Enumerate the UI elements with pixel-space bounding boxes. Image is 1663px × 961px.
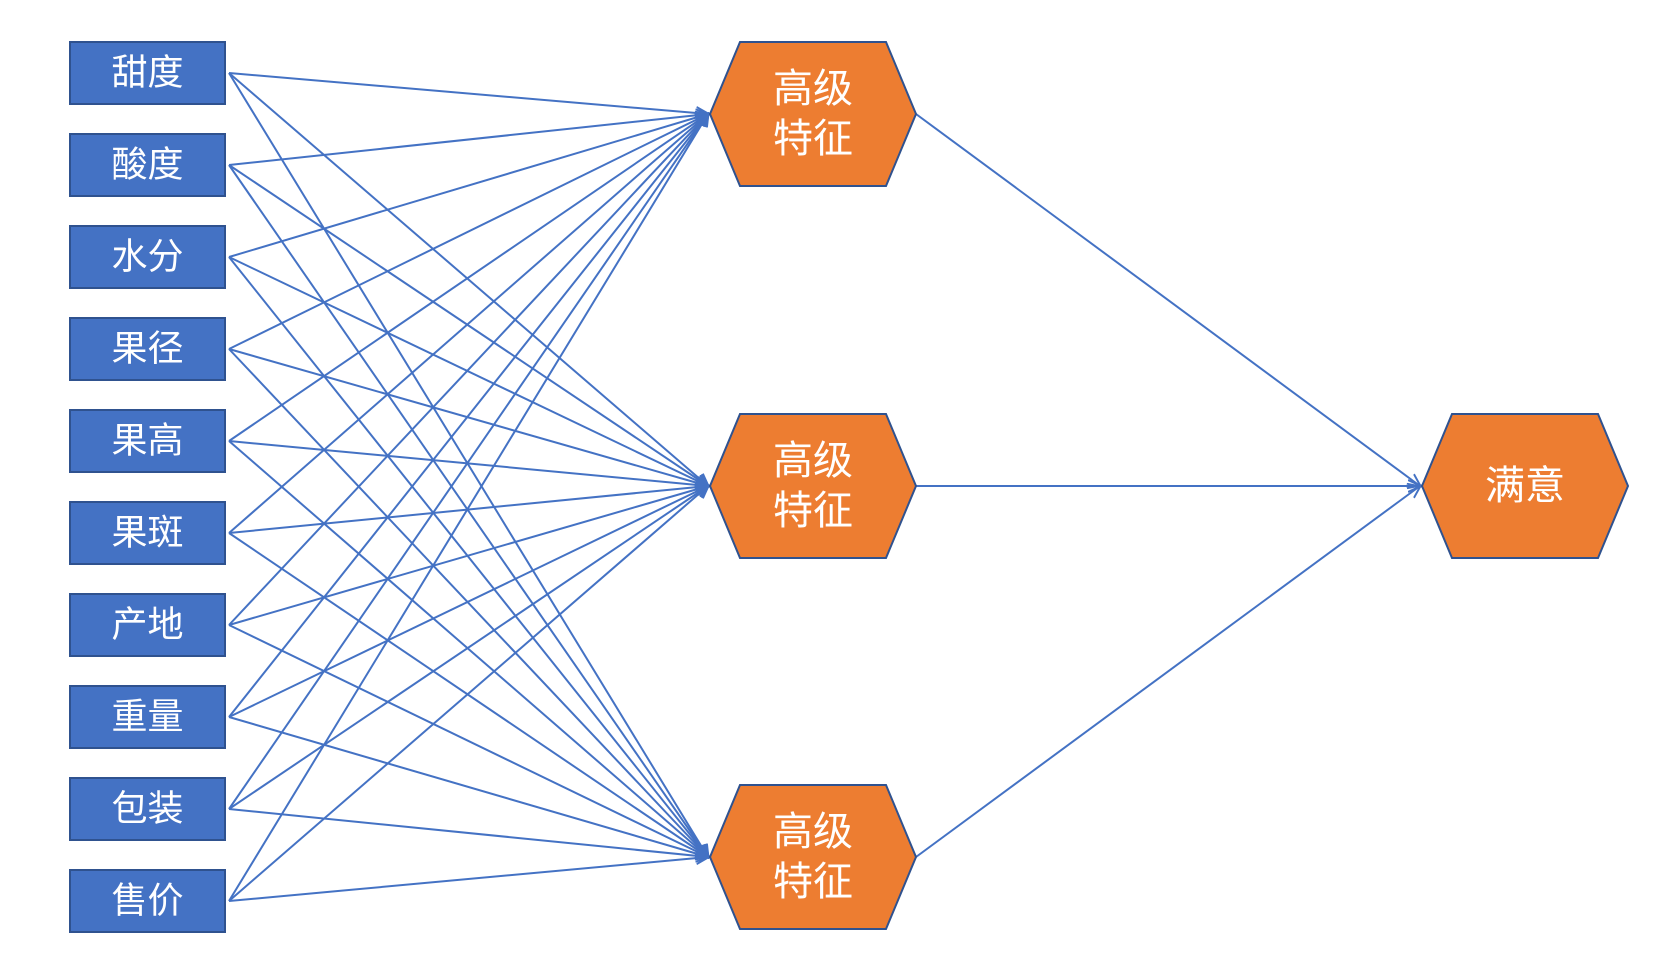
input-box: [69, 501, 226, 565]
hidden-label-line1: 高级: [773, 66, 853, 112]
input-node: 果斑: [69, 501, 226, 565]
input-to-hidden-edge: [228, 114, 708, 626]
input-to-hidden-edge: [228, 486, 708, 626]
input-node: 重量: [69, 685, 226, 749]
input-label: 水分: [111, 237, 183, 278]
input-to-hidden-edge: [228, 72, 708, 114]
output-label: 满意: [1485, 463, 1565, 509]
input-to-hidden-edge: [228, 164, 708, 486]
hidden-node: 高级 特征: [708, 784, 918, 930]
hidden-node: 高级 特征: [708, 41, 918, 187]
output-hexagon: [1420, 413, 1630, 559]
input-to-hidden-edge: [228, 440, 708, 486]
input-label: 产地: [111, 605, 183, 646]
edges-layer: [228, 72, 1420, 902]
hidden-hexagon: [708, 41, 918, 187]
input-label: 果斑: [111, 513, 183, 554]
input-box: [69, 409, 226, 473]
input-label: 售价: [111, 881, 183, 922]
hidden-hexagon: [708, 413, 918, 559]
input-box: [69, 869, 226, 933]
input-node: 果高: [69, 409, 226, 473]
input-box: [69, 41, 226, 105]
input-to-hidden-edge: [228, 486, 708, 810]
input-label: 重量: [111, 697, 183, 738]
input-to-hidden-edge: [228, 114, 708, 718]
input-to-hidden-edge: [228, 114, 708, 258]
input-node: 售价: [69, 869, 226, 933]
input-box: [69, 685, 226, 749]
input-box: [69, 317, 226, 381]
input-to-hidden-edge: [228, 114, 708, 350]
input-to-hidden-edge: [228, 72, 708, 857]
hidden-label-line1: 高级: [773, 438, 853, 484]
hidden-label-line2: 特征: [773, 488, 853, 534]
input-box: [69, 777, 226, 841]
input-to-hidden-edge: [228, 256, 708, 486]
input-to-hidden-edge: [228, 114, 708, 902]
input-to-hidden-edge: [228, 486, 708, 534]
input-to-hidden-edge: [228, 256, 708, 857]
input-to-hidden-edge: [228, 72, 708, 486]
input-label: 果高: [111, 421, 183, 462]
input-node: 果径: [69, 317, 226, 381]
input-to-hidden-edge: [228, 624, 708, 857]
input-to-hidden-edge: [228, 114, 708, 166]
input-to-hidden-edge: [228, 114, 708, 534]
input-box: [69, 225, 226, 289]
input-node: 酸度: [69, 133, 226, 197]
input-to-hidden-edge: [228, 857, 708, 902]
input-node: 水分: [69, 225, 226, 289]
input-node: 产地: [69, 593, 226, 657]
input-to-hidden-edge: [228, 486, 708, 902]
input-label: 甜度: [111, 53, 183, 94]
hidden-hexagon: [708, 784, 918, 930]
input-node: 包装: [69, 777, 226, 841]
input-to-hidden-edge: [228, 716, 708, 857]
input-features: 甜度 酸度 水分 果径 果高 果斑 产地 重量: [69, 41, 226, 933]
input-to-hidden-edge: [228, 440, 708, 857]
hidden-node: 高级 特征: [708, 413, 918, 559]
input-label: 酸度: [111, 145, 183, 186]
input-label: 果径: [111, 329, 183, 370]
hidden-label-line2: 特征: [773, 859, 853, 905]
input-to-hidden-edge: [228, 114, 708, 810]
input-to-hidden-edge: [228, 808, 708, 857]
hidden-label-line1: 高级: [773, 809, 853, 855]
input-node: 甜度: [69, 41, 226, 105]
input-to-hidden-edge: [228, 348, 708, 857]
input-box: [69, 133, 226, 197]
input-to-hidden-edge: [228, 114, 708, 442]
input-box: [69, 593, 226, 657]
input-to-hidden-edge: [228, 164, 708, 857]
output-node: 满意: [1420, 413, 1630, 559]
hidden-to-output-edge: [915, 486, 1420, 858]
input-to-hidden-edge: [228, 348, 708, 486]
hidden-to-output-edge: [915, 113, 1420, 486]
input-label: 包装: [111, 789, 183, 830]
hidden-label-line2: 特征: [773, 116, 853, 162]
input-to-hidden-edge: [228, 486, 708, 718]
hidden-features: 高级 特征 高级 特征 高级 特征: [708, 41, 918, 930]
input-to-hidden-edge: [228, 532, 708, 857]
